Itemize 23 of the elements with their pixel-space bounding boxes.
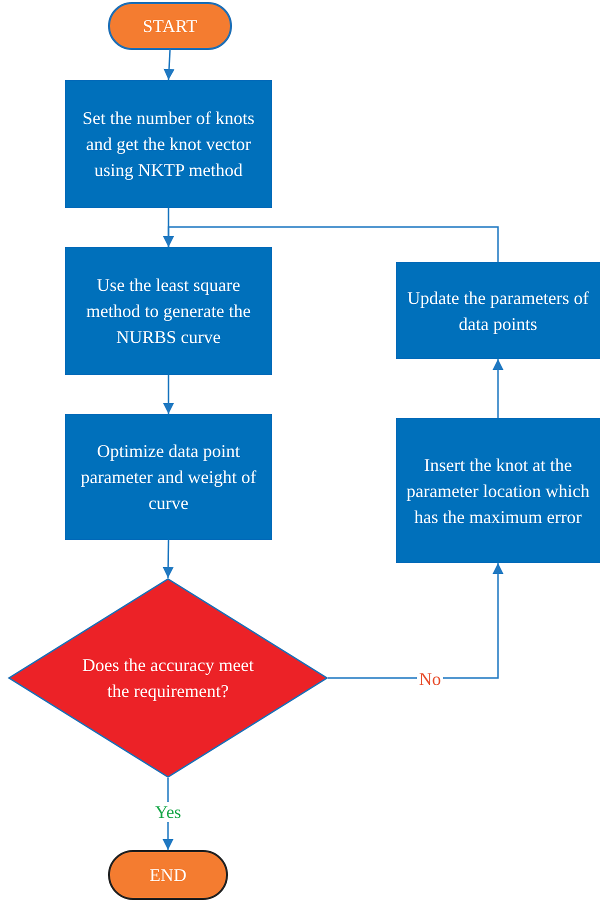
arrow [492, 359, 504, 418]
arrow [164, 50, 175, 80]
node-label: START [142, 15, 198, 38]
node-label: Does the accuracy meet the requirement? [81, 654, 255, 703]
node-label: Insert the knot at the parameter location which has the maximum error [406, 454, 590, 528]
arrow [328, 563, 504, 679]
decision-diamond [8, 578, 328, 778]
node-label: Optimize data point parameter and weight of curve [80, 440, 258, 515]
node-label: Set the number of knots and get the knot vector using NKTP method [82, 107, 256, 182]
arrow [163, 375, 174, 414]
terminator-pill [108, 850, 228, 900]
process-box [396, 418, 600, 563]
edge-label: Yes [153, 802, 184, 822]
terminator-pill [108, 2, 232, 50]
process-box [396, 262, 600, 359]
node-label: Use the least square method to generate the NURBS curve [85, 274, 252, 349]
node-label: END [148, 864, 188, 887]
arrow [163, 226, 499, 262]
node-label: Update the parameters of data points [406, 286, 590, 336]
process-box [65, 80, 272, 208]
process-box [65, 414, 272, 540]
arrow [162, 540, 174, 578]
process-box [65, 247, 272, 375]
